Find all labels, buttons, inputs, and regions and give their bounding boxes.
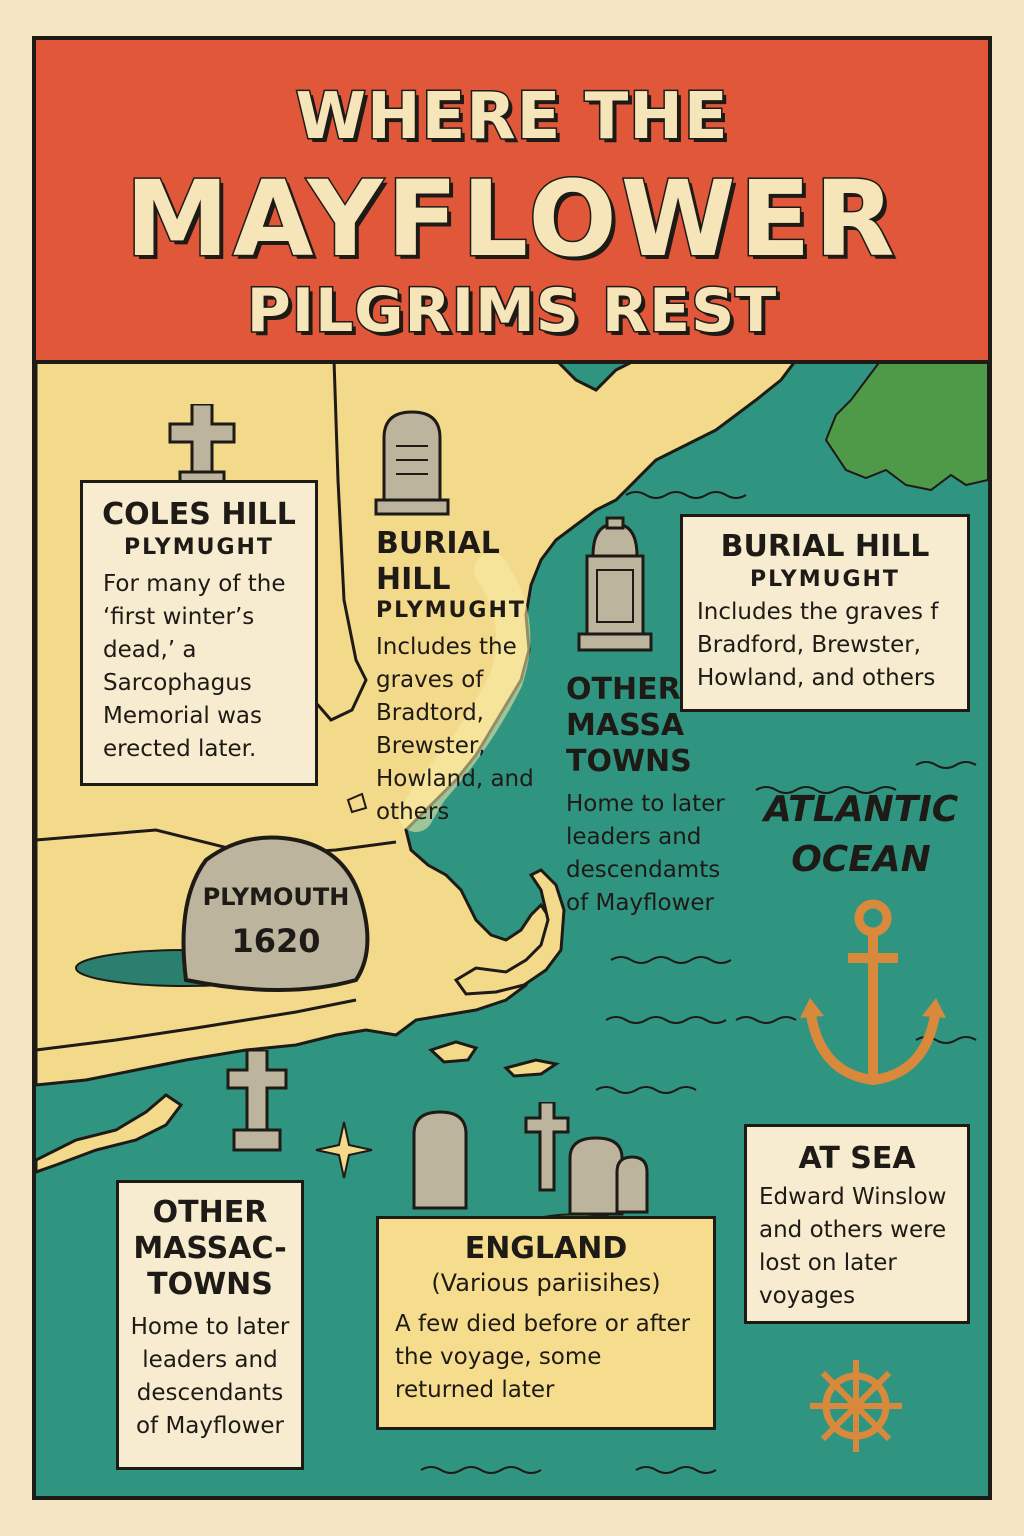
cross-icon (168, 404, 236, 486)
card-title-line-1: OTHER (152, 1195, 268, 1230)
label-body: Includes the graves of Bradtord, Brewste… (376, 634, 534, 825)
label-body: Home to later leaders and descendamts of… (566, 791, 725, 916)
headstone-icon (615, 1155, 649, 1214)
label-title-line-2: HILL (376, 562, 451, 597)
poster: PLYMOUTH 1620 WHERE THE MAYFLOWER PILGRI… (32, 36, 992, 1500)
card-body: A few died before or after the voyage, s… (395, 1311, 691, 1403)
burial-hill-left-label: BURIAL HILL PLYMUGHT Includes the graves… (376, 526, 556, 829)
forest (824, 360, 988, 492)
label-title-line-1: OTHER (566, 672, 681, 707)
card-body: Includes the graves f Bradford, Brewster… (697, 599, 939, 691)
cape-cod (453, 868, 566, 996)
svg-text:PLYMOUTH: PLYMOUTH (203, 883, 350, 911)
title-line-2: MAYFLOWER (124, 157, 899, 282)
other-massa-label: OTHER MASSA TOWNS Home to later leaders … (566, 672, 746, 920)
island-marthas (428, 1040, 479, 1064)
monument-icon (577, 516, 653, 652)
headstone-icon (412, 1110, 468, 1210)
headstone-icon (568, 1136, 624, 1216)
england-card: ENGLAND (Various pariisihes) A few died … (376, 1216, 716, 1430)
card-title: AT SEA (798, 1141, 916, 1176)
svg-text:1620: 1620 (231, 922, 320, 960)
island-nantucket (503, 1058, 560, 1078)
title-line-1: WHERE THE (294, 79, 729, 156)
label-title-line-3: TOWNS (566, 744, 692, 779)
label-subtitle: PLYMUGHT (376, 598, 526, 623)
label-title-line-2: MASSA (566, 708, 685, 743)
cross-icon (226, 1050, 288, 1152)
card-title-line-3: TOWNS (147, 1267, 273, 1302)
title-line-3: PILGRIMS REST (245, 275, 778, 348)
card-body: Home to later leaders and descendants of… (130, 1314, 290, 1439)
card-subtitle: PLYMUGHT (124, 535, 274, 560)
card-subtitle: PLYMUGHT (750, 567, 900, 592)
long-island (36, 1093, 184, 1174)
anchor-icon (800, 899, 946, 1086)
card-subtitle: (Various pariisihes) (431, 1269, 661, 1297)
at-sea-card: AT SEA Edward Winslow and others were lo… (744, 1124, 970, 1324)
plymouth-rock-icon: PLYMOUTH 1620 (75, 835, 370, 992)
other-massac-card: OTHER MASSAC- TOWNS Home to later leader… (116, 1180, 304, 1470)
burial-hill-right-card: BURIAL HILL PLYMUGHT Includes the graves… (680, 514, 970, 712)
card-title-line-2: MASSAC- (133, 1231, 287, 1266)
card-title: BURIAL HILL (720, 529, 930, 564)
coles-hill-card: COLES HILL PLYMUGHT For many of the ‘fir… (80, 480, 318, 786)
compass-star-icon (315, 1121, 373, 1179)
card-body: Edward Winslow and others were lost on l… (759, 1184, 947, 1309)
atlantic-ocean-label: ATLANTIC OCEAN (763, 789, 959, 880)
card-title: ENGLAND (464, 1231, 628, 1266)
label-title-line-1: BURIAL (376, 526, 500, 561)
headstone-icon (374, 410, 450, 516)
card-body: For many of the ‘first winter’s dead,’ a… (103, 571, 286, 762)
cross-icon (524, 1102, 570, 1192)
ship-wheel-icon (810, 1360, 902, 1452)
card-title: COLES HILL (102, 497, 296, 532)
title-banner: WHERE THE MAYFLOWER PILGRIMS REST (36, 40, 988, 364)
